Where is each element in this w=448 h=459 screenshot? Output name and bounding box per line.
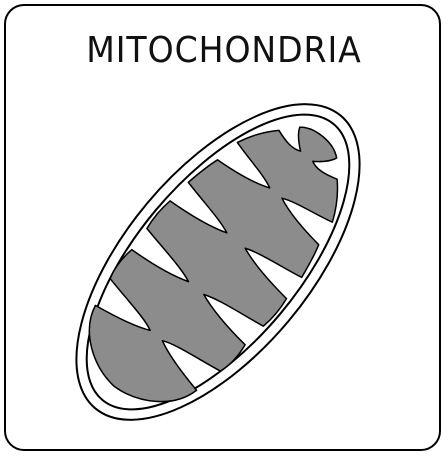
mitochondria-illustration xyxy=(0,0,448,459)
